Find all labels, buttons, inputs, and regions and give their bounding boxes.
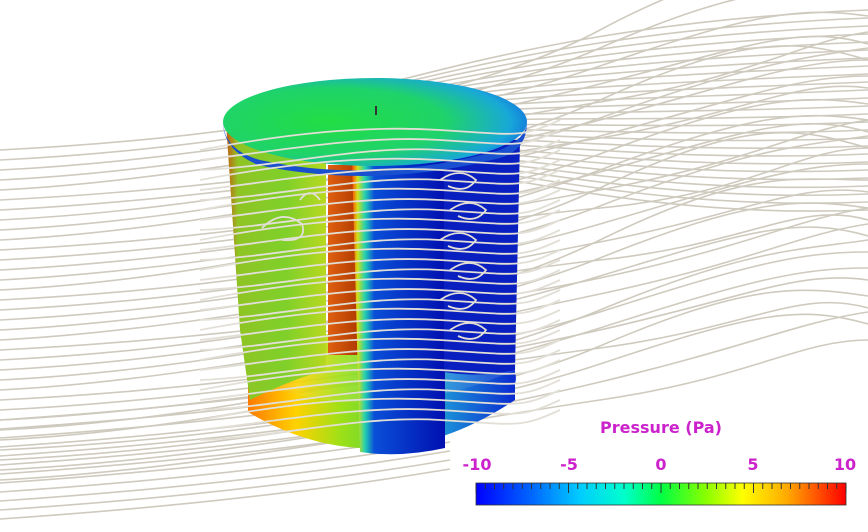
streamline bbox=[0, 313, 868, 461]
legend-title: Pressure (Pa) bbox=[600, 418, 722, 437]
streamline bbox=[199, 289, 561, 321]
streamline bbox=[449, 202, 488, 220]
streamline bbox=[199, 269, 561, 301]
streamline bbox=[359, 9, 868, 91]
streamline bbox=[449, 262, 488, 280]
streamline bbox=[199, 129, 561, 161]
streamline bbox=[0, 223, 868, 391]
streamline bbox=[199, 369, 561, 401]
streamline bbox=[199, 169, 561, 201]
streamline bbox=[0, 267, 868, 441]
streamline bbox=[199, 189, 561, 221]
rotor-top-disk bbox=[223, 78, 527, 166]
streamline bbox=[199, 339, 561, 371]
streamline bbox=[0, 0, 737, 161]
streamline bbox=[0, 147, 868, 281]
rotor-top-rim bbox=[223, 122, 527, 176]
streamline bbox=[199, 359, 561, 391]
rotor-blade-right bbox=[444, 140, 520, 375]
streamline bbox=[199, 159, 561, 191]
streamline bbox=[299, 192, 321, 201]
streamline bbox=[199, 329, 561, 361]
streamline bbox=[199, 299, 561, 331]
streamline bbox=[199, 319, 561, 351]
streamline bbox=[0, 277, 868, 411]
streamline bbox=[0, 311, 868, 471]
streamline bbox=[0, 0, 665, 151]
streamline bbox=[199, 349, 561, 381]
streamline bbox=[199, 179, 561, 211]
streamline bbox=[0, 226, 868, 381]
streamline bbox=[199, 209, 561, 241]
streamline bbox=[199, 389, 561, 421]
streamline bbox=[199, 379, 561, 411]
streamline bbox=[0, 339, 868, 481]
streamline bbox=[199, 409, 561, 441]
streamline bbox=[0, 202, 868, 371]
streamlines-foreground bbox=[199, 119, 561, 441]
legend-tick-label: -5 bbox=[560, 455, 578, 474]
streamline bbox=[439, 172, 478, 190]
legend-tick-label: 5 bbox=[747, 455, 759, 474]
streamline bbox=[0, 207, 868, 351]
streamline bbox=[199, 279, 561, 311]
streamline bbox=[199, 309, 561, 341]
streamline bbox=[199, 139, 561, 171]
legend-tick-label: 10 bbox=[833, 455, 857, 474]
streamline bbox=[0, 459, 451, 511]
streamline bbox=[0, 189, 868, 331]
colorbar-ticks bbox=[475, 483, 847, 493]
pressure-colorbar bbox=[475, 482, 847, 506]
legend-tick-label: 0 bbox=[655, 455, 667, 474]
legend-tick-label: -10 bbox=[462, 455, 492, 474]
streamline bbox=[199, 149, 561, 181]
streamline bbox=[199, 119, 561, 151]
streamline bbox=[199, 399, 561, 431]
streamline bbox=[0, 468, 451, 520]
streamline bbox=[261, 216, 304, 242]
streamline bbox=[199, 219, 561, 251]
streamline bbox=[439, 292, 478, 310]
rotor-blade-left bbox=[226, 122, 326, 400]
streamline bbox=[449, 322, 488, 340]
streamline bbox=[199, 249, 561, 281]
rotor-body bbox=[223, 78, 527, 455]
streamline bbox=[199, 239, 561, 271]
streamline bbox=[199, 229, 561, 261]
streamline bbox=[0, 239, 868, 431]
streamline bbox=[439, 232, 478, 250]
streamline bbox=[0, 450, 451, 502]
streamline bbox=[199, 259, 561, 291]
